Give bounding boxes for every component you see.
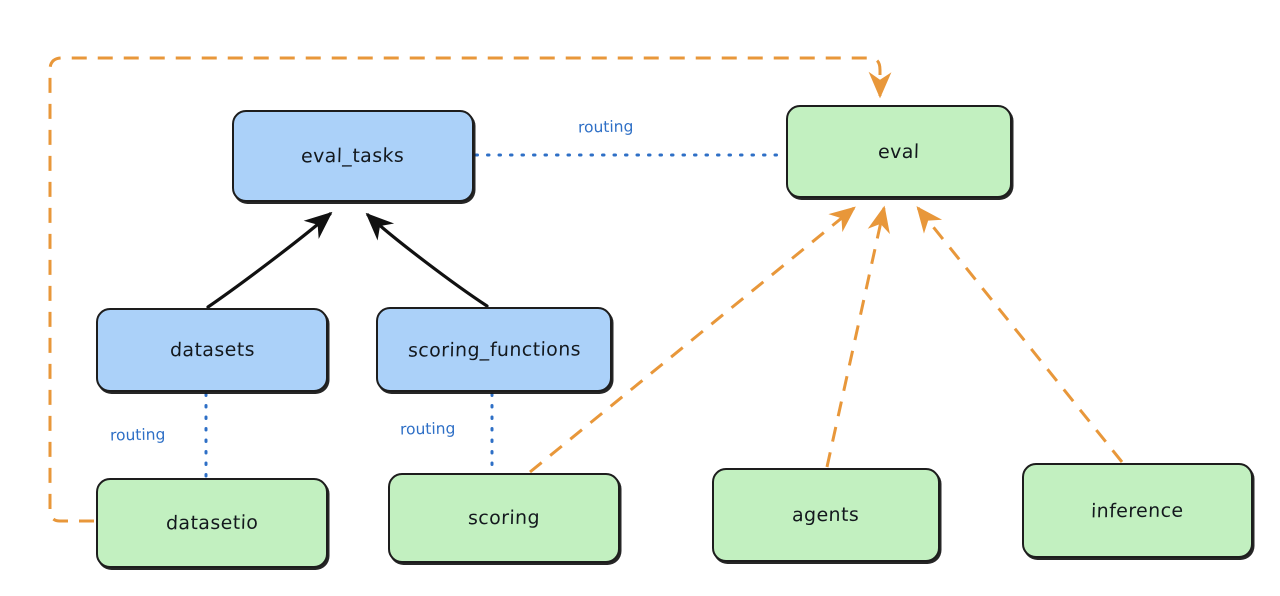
edge-label-routing-scoring-functions-scoring: routing <box>399 419 456 439</box>
node-agents[interactable]: agents <box>712 468 940 562</box>
edge-label-routing-datasets-datasetio: routing <box>109 425 166 445</box>
edge-scoring-functions-to-eval-tasks <box>365 212 489 308</box>
node-label: agents <box>792 503 860 527</box>
node-eval-tasks[interactable]: eval_tasks <box>232 110 474 202</box>
node-label: eval_tasks <box>301 144 405 168</box>
edge-agents-to-eval <box>825 205 890 468</box>
edge-label-routing-eval-tasks-eval: routing <box>577 117 634 137</box>
node-label: datasetio <box>165 511 259 535</box>
node-label: scoring <box>467 506 541 530</box>
node-label: datasets <box>169 338 255 362</box>
node-eval[interactable]: eval <box>786 105 1012 198</box>
node-scoring[interactable]: scoring <box>388 473 620 563</box>
node-inference[interactable]: inference <box>1022 463 1253 558</box>
node-label: eval <box>877 140 921 163</box>
node-label: scoring_functions <box>407 337 581 362</box>
node-datasets[interactable]: datasets <box>96 308 328 392</box>
edge-datasets-to-eval-tasks <box>206 211 333 309</box>
node-label: inference <box>1090 499 1185 522</box>
node-scoring-functions[interactable]: scoring_functions <box>376 307 612 392</box>
edge-inference-to-eval <box>916 206 1124 463</box>
node-datasetio[interactable]: datasetio <box>96 478 328 568</box>
